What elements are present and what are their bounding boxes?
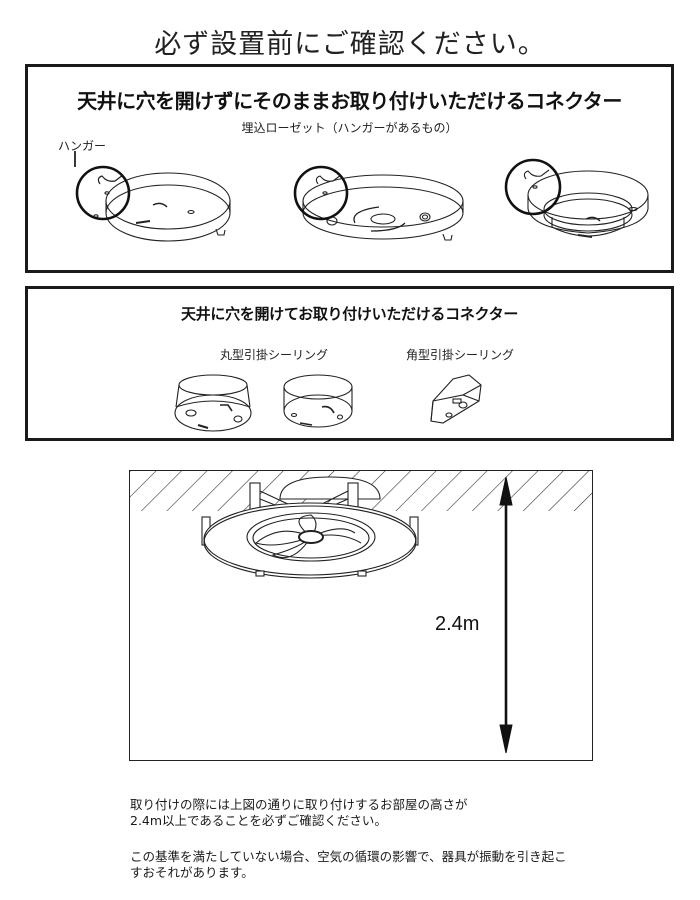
vibration-warning-note: この基準を満たしていない場合、空気の循環の影響で、器具が振動を引き起こ すおそれ… bbox=[130, 849, 567, 881]
note-line-4: すおそれがあります。 bbox=[130, 865, 254, 880]
round-ceiling-label: 丸型引掛シーリング bbox=[220, 348, 329, 362]
note-line-2: 2.4m以上であることを必ずご確認ください。 bbox=[130, 813, 387, 828]
page-title: 必ず設置前にご確認ください。 bbox=[154, 29, 546, 60]
rosette-illustration-3 bbox=[504, 158, 649, 238]
round-ceiling-illustration-2 bbox=[283, 374, 353, 428]
drill-connector-section: 天井に穴を開けてお取り付けいただけるコネクター 丸型引掛シーリング 角型引掛シー… bbox=[25, 286, 674, 441]
hanger-callout-label: ハンガー bbox=[58, 139, 107, 153]
round-ceiling-illustration-1 bbox=[174, 374, 252, 432]
square-ceiling-illustration bbox=[430, 374, 482, 424]
ceiling-fan-diagram bbox=[130, 471, 592, 754]
ceiling-fan-icon bbox=[201, 476, 419, 579]
square-ceiling-label: 角型引掛シーリング bbox=[406, 348, 515, 362]
note-line-3: この基準を満たしていない場合、空気の循環の影響で、器具が振動を引き起こ bbox=[130, 849, 567, 864]
height-arrow-icon bbox=[499, 476, 513, 754]
rosette-illustration-1 bbox=[74, 151, 231, 242]
ceiling-height-value: 2.4m bbox=[435, 613, 480, 635]
ceiling-height-diagram: 2.4m bbox=[129, 470, 593, 761]
no-drill-connector-section: 天井に穴を開けずにそのままお取り付けいただけるコネクター 埋込ローゼット（ハンガ… bbox=[25, 64, 674, 273]
recessed-rosette-label: 埋込ローゼット（ハンガーがあるもの） bbox=[241, 121, 458, 135]
note-line-1: 取り付けの際には上図の通りに取り付けするお部屋の高さが bbox=[130, 797, 468, 812]
rosette-illustration-2 bbox=[293, 165, 464, 241]
no-drill-heading: 天井に穴を開けずにそのままお取り付けいただけるコネクター bbox=[77, 89, 622, 113]
height-requirement-note: 取り付けの際には上図の通りに取り付けするお部屋の高さが 2.4m以上であることを… bbox=[130, 797, 468, 829]
drill-heading: 天井に穴を開けてお取り付けいただけるコネクター bbox=[180, 305, 519, 323]
